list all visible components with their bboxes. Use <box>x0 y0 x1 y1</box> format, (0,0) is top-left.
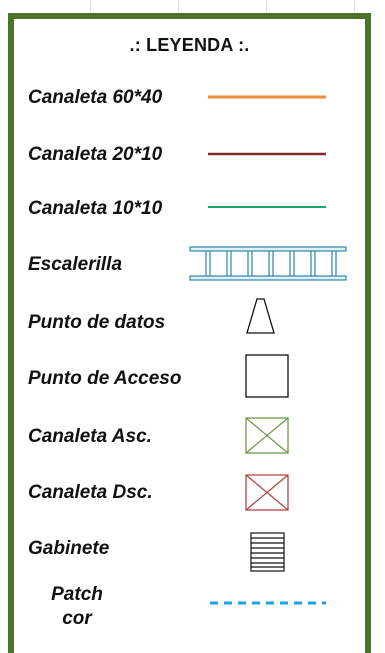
label-cor: cor <box>62 608 92 629</box>
label-patch: Patch <box>51 584 103 605</box>
label-canaleta-10x10: Canaleta 10*10 <box>28 198 163 219</box>
canaleta-asc-icon <box>245 417 289 454</box>
label-canaleta-60x40: Canaleta 60*40 <box>28 87 163 108</box>
cable-ladder-icon <box>189 246 347 281</box>
label-canaleta-20x10: Canaleta 20*10 <box>28 144 163 165</box>
access-point-icon <box>245 354 289 398</box>
label-canaleta-dsc: Canaleta Dsc. <box>28 482 153 503</box>
data-point-icon <box>246 298 275 334</box>
legend-title: .: LEYENDA :. <box>129 35 250 55</box>
label-punto-de-acceso: Punto de Acceso <box>28 368 182 389</box>
label-escalerilla: Escalerilla <box>28 254 123 275</box>
cabinet-icon <box>250 532 285 572</box>
canaleta-dsc-icon <box>245 474 289 511</box>
legend-symbols <box>189 95 347 605</box>
legend-box: .: LEYENDA :. <box>8 13 371 653</box>
label-canaleta-asc: Canaleta Asc. <box>28 426 152 447</box>
label-punto-de-datos: Punto de datos <box>28 312 166 333</box>
label-gabinete: Gabinete <box>28 538 110 559</box>
